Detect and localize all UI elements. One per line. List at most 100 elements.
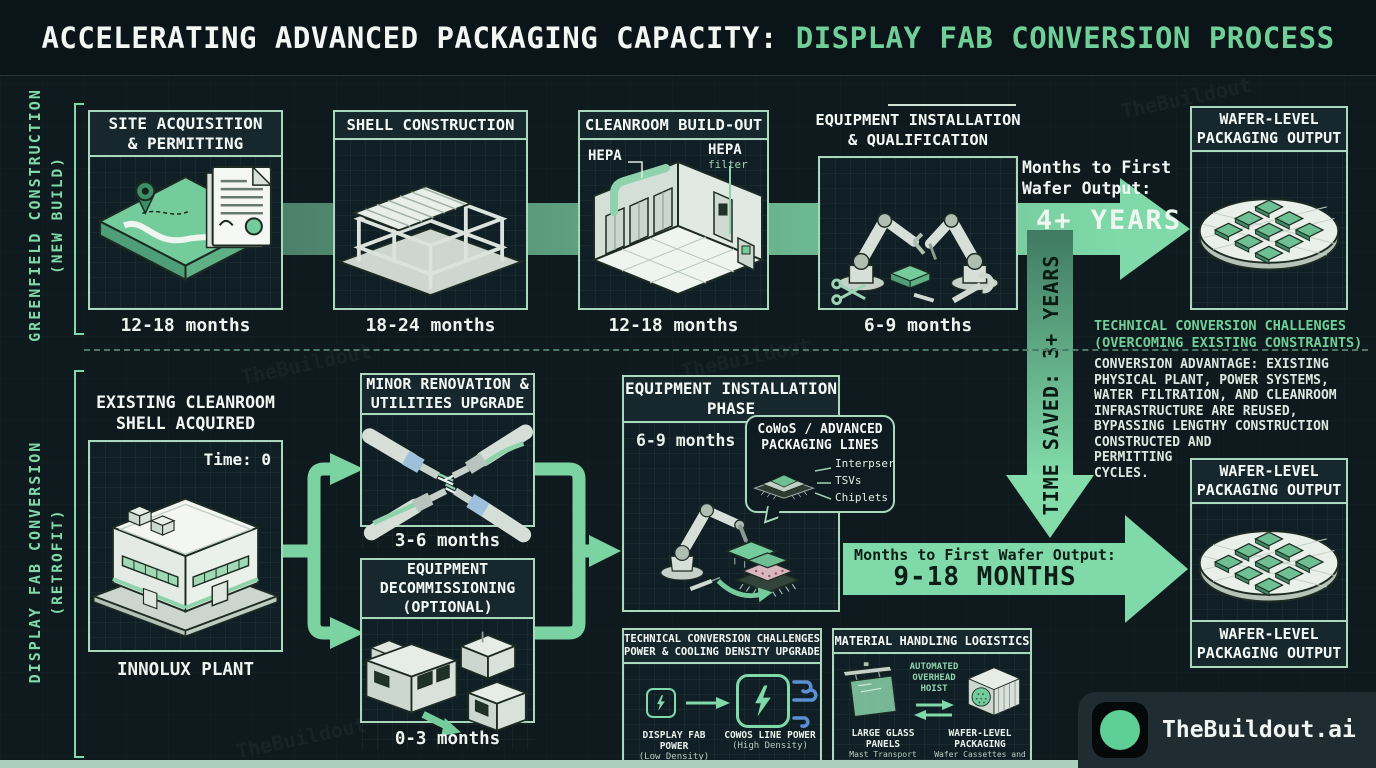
retrofit-section-sublabel: (RETROFIT) bbox=[50, 508, 66, 616]
panel-existing-shell: Time: 0 bbox=[88, 440, 283, 652]
cooling-wind-icon bbox=[792, 680, 818, 728]
install-phase-body: 6-9 months bbox=[624, 423, 838, 610]
retrofit-output-label: Months to First Wafer Output: bbox=[854, 546, 1116, 564]
page-title-main: ACCELERATING ADVANCED PACKAGING CAPACITY… bbox=[41, 20, 796, 55]
steel-frame-icon bbox=[337, 185, 524, 297]
wafer-bottom-title: WAFER-LEVEL PACKAGING OUTPUT bbox=[1192, 460, 1346, 504]
wafer-icon bbox=[1198, 530, 1340, 603]
logistics-body: AUTOMATED OVERHEAD HOIST LARGE GLASS PAN… bbox=[834, 654, 1030, 768]
duct-icon bbox=[610, 164, 670, 216]
note-body: CONVERSION ADVANTAGE: EXISTING PHYSICAL … bbox=[1094, 357, 1337, 481]
panel-shell-construction: SHELL CONSTRUCTION bbox=[333, 110, 528, 310]
panel-equipment-install bbox=[818, 156, 1018, 310]
brand-logo-icon bbox=[1092, 702, 1148, 758]
panel-site-acquisition: SITE ACQUISITION & PERMITTING bbox=[88, 110, 283, 310]
high-power-icon bbox=[736, 674, 790, 728]
hepa-leader-left bbox=[628, 161, 643, 178]
power-left-label: DISPLAY FAB POWER bbox=[642, 730, 706, 752]
greenfield-output-value: 4+ YEARS bbox=[1036, 205, 1183, 236]
callout-label-tsvs: TSVs bbox=[835, 474, 862, 487]
panel-equipment-body bbox=[820, 158, 1016, 308]
glass-panel-icon bbox=[842, 661, 897, 718]
brand-card: TheBuildout.ai bbox=[1078, 692, 1376, 768]
screwdriver-icon bbox=[689, 578, 713, 592]
install-duration: 6-9 months bbox=[636, 431, 736, 450]
hepa-label-right: HEPA bbox=[708, 142, 742, 158]
logistics-title: MATERIAL HANDLING LOGISTICS bbox=[834, 630, 1030, 654]
equip-title-rule bbox=[888, 104, 1016, 106]
panel-material-handling: MATERIAL HANDLING LOGISTICS AUTOMATED OV… bbox=[832, 628, 1032, 768]
renovation-duration: 3-6 months bbox=[394, 531, 501, 551]
callout-leader-lines bbox=[815, 467, 832, 500]
cleanroom-duration: 12-18 months bbox=[608, 315, 739, 336]
rooftop-unit-icon bbox=[126, 505, 176, 536]
logistics-left-label: LARGE GLASS PANELS bbox=[851, 728, 915, 750]
transfer-arrows-icon bbox=[914, 700, 954, 720]
hepa-label-left: HEPA bbox=[588, 148, 622, 164]
wafer-top-title: WAFER-LEVEL PACKAGING OUTPUT bbox=[1192, 108, 1346, 152]
retrofit-bracket bbox=[74, 370, 84, 758]
brand-name: TheBuildout.ai bbox=[1162, 717, 1356, 743]
door-icon bbox=[211, 579, 229, 607]
renovation-body bbox=[362, 415, 533, 548]
panel-site-title: SITE ACQUISITION & PERMITTING bbox=[90, 112, 281, 158]
wafer-top-body bbox=[1192, 152, 1346, 308]
hoist-label: AUTOMATED OVERHEAD HOIST bbox=[909, 662, 959, 694]
panel-existing-shell-body: Time: 0 bbox=[90, 442, 281, 650]
plant-building-icon bbox=[91, 497, 280, 638]
panel-shell-title: SHELL CONSTRUCTION bbox=[335, 112, 526, 140]
panel-site-body bbox=[90, 157, 281, 308]
page-title: ACCELERATING ADVANCED PACKAGING CAPACITY… bbox=[41, 21, 1334, 55]
panel-install-phase: EQUIPMENT INSTALLATION PHASE 6-9 months bbox=[622, 375, 840, 612]
power-right-labels: COWOS LINE POWER (High Density) bbox=[722, 730, 818, 751]
power-left-labels: DISPLAY FAB POWER (Low Density) bbox=[626, 730, 722, 762]
cowos-chip-icon bbox=[752, 474, 816, 500]
low-power-icon bbox=[646, 688, 676, 718]
renovation-title: MINOR RENOVATION & UTILITIES UPGRADE bbox=[362, 375, 533, 415]
power-right-label: COWOS LINE POWER bbox=[724, 730, 816, 741]
wafer-bottom-body bbox=[1192, 504, 1346, 620]
page-title-accent: DISPLAY FAB CONVERSION PROCESS bbox=[795, 20, 1335, 55]
callout-label-interposer: Interpser bbox=[835, 457, 895, 470]
branch-connector-arrow bbox=[278, 453, 364, 649]
power-title: TECHNICAL CONVERSION CHALLENGES POWER & … bbox=[624, 630, 820, 664]
power-left-sub: (Low Density) bbox=[638, 752, 710, 762]
land-map-icon bbox=[97, 165, 274, 282]
panel-decommission: EQUIPMENT DECOMMISSIONING (OPTIONAL) bbox=[360, 558, 535, 750]
wafer-cassette-icon bbox=[967, 667, 1021, 716]
permit-document-icon bbox=[205, 165, 273, 249]
fab-equipment-icon bbox=[363, 631, 529, 736]
panel-cleanroom-title: CLEANROOM BUILD-OUT bbox=[580, 112, 767, 140]
time-zero-label: Time: 0 bbox=[203, 450, 271, 469]
watermark: TheBuildout bbox=[233, 712, 369, 764]
robot-chip-icon bbox=[660, 503, 802, 603]
start-title: EXISTING CLEANROOM SHELL ACQUIRED bbox=[96, 393, 275, 433]
callout-label-chiplets: Chiplets bbox=[835, 491, 888, 504]
panel-wafer-output-bottom: WAFER-LEVEL PACKAGING OUTPUT bbox=[1190, 458, 1348, 668]
equip-duration: 6-9 months bbox=[863, 315, 973, 336]
power-right-sub: (High Density) bbox=[732, 741, 808, 751]
converge-connector-arrow bbox=[533, 462, 621, 640]
robot-arms-icon bbox=[831, 212, 1000, 306]
greenfield-section-sublabel: (NEW BUILD) bbox=[50, 155, 66, 275]
greenfield-output-label: Months to First Wafer Output: bbox=[1022, 158, 1172, 198]
screw-icon bbox=[913, 292, 935, 303]
time-saved-label: TIME SAVED: 3+ YEARS bbox=[1039, 254, 1063, 516]
cowos-callout-title: CoWoS / ADVANCED PACKAGING LINES bbox=[757, 422, 883, 453]
utility-cables-icon bbox=[362, 424, 533, 543]
section-divider bbox=[84, 349, 1368, 351]
decommission-title: EQUIPMENT DECOMMISSIONING (OPTIONAL) bbox=[362, 560, 533, 619]
brand-logo-circle bbox=[1100, 710, 1140, 750]
wafer-bottom-caption: WAFER-LEVEL PACKAGING OUTPUT bbox=[1192, 620, 1346, 666]
retrofit-timeline-arrow bbox=[843, 515, 1188, 623]
site-duration: 12-18 months bbox=[120, 315, 251, 336]
decommission-duration: 0-3 months bbox=[394, 729, 501, 749]
title-bar: ACCELERATING ADVANCED PACKAGING CAPACITY… bbox=[0, 0, 1376, 76]
shell-duration: 18-24 months bbox=[365, 315, 496, 336]
cleanroom-icon bbox=[591, 160, 765, 296]
retrofit-output-value: 9-18 MONTHS bbox=[893, 562, 1077, 592]
wrench-icon bbox=[951, 272, 995, 304]
logistics-right-label: WAFER-LEVEL PACKAGING bbox=[948, 728, 1012, 750]
decommission-body bbox=[362, 619, 533, 750]
